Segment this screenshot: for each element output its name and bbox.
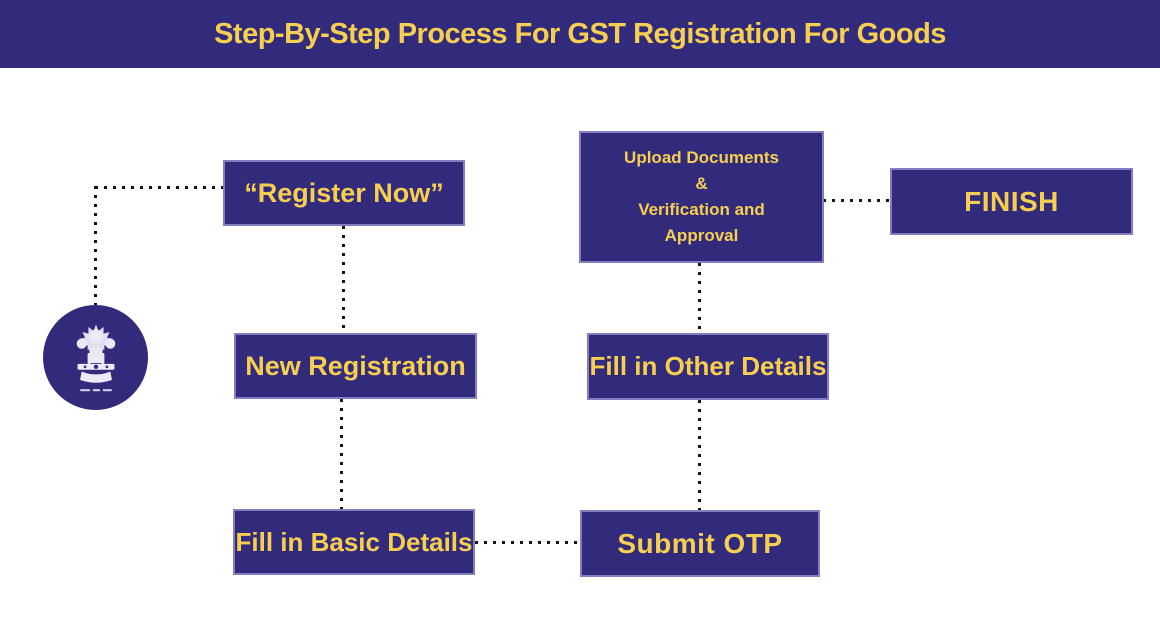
dotted-connector-basic-to-otp <box>475 541 580 544</box>
dotted-connector-other-to-upload <box>698 263 701 333</box>
step-label: Fill in Basic Details <box>235 526 473 557</box>
india-emblem-badge <box>43 305 148 410</box>
step-register-now: “Register Now” <box>223 160 465 226</box>
step-fill-in-other-details: Fill in Other Details <box>587 333 829 400</box>
step-label: “Register Now” <box>244 177 444 208</box>
header-bar: Step-By-Step Process For GST Registratio… <box>0 0 1160 68</box>
step-finish: FINISH <box>890 168 1133 235</box>
step-fill-in-basic-details: Fill in Basic Details <box>233 509 475 575</box>
dotted-connector-newreg-to-basic <box>340 399 343 509</box>
step-label: New Registration <box>245 350 466 381</box>
step-label: Fill in Other Details <box>589 351 827 381</box>
dotted-connector-register-to-newreg <box>342 226 345 333</box>
dotted-connector-emblem-vertical <box>94 186 97 305</box>
dotted-connector-emblem-to-register <box>95 186 223 189</box>
step-label: Submit OTP <box>617 527 783 559</box>
step-submit-otp: Submit OTP <box>580 510 820 577</box>
step-label: FINISH <box>964 185 1059 217</box>
dotted-connector-upload-to-finish <box>823 199 890 202</box>
step-upload-documents-verification-approval: Upload Documents & Verification and Appr… <box>579 131 824 263</box>
page-title: Step-By-Step Process For GST Registratio… <box>214 17 946 50</box>
step-new-registration: New Registration <box>234 333 477 399</box>
dotted-connector-otp-to-other <box>698 400 701 510</box>
india-national-emblem-icon <box>76 323 115 391</box>
step-label: Upload Documents & Verification and Appr… <box>624 148 779 245</box>
